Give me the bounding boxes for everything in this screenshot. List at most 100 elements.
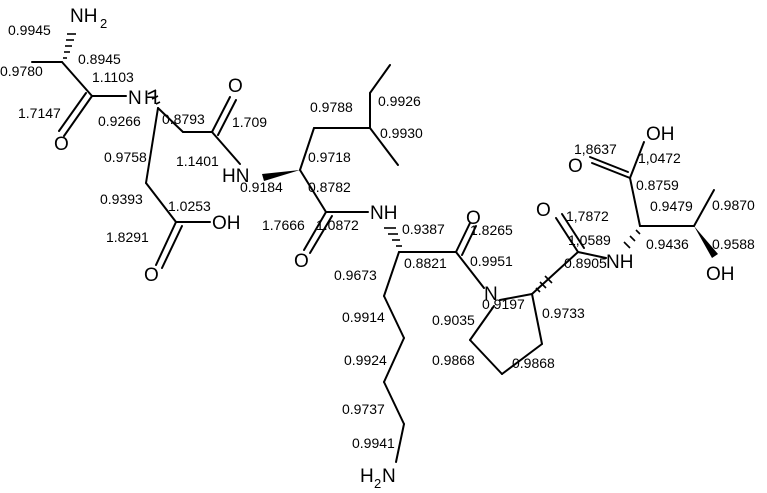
bond-thr-c-o xyxy=(591,162,631,179)
bond-pro-ca-c xyxy=(531,251,579,295)
atom-oh-thr-side: OH xyxy=(706,264,735,285)
atom-n-pro: N xyxy=(484,284,498,305)
wedge-thr-oh xyxy=(694,226,718,258)
atom-h2n-h: H xyxy=(360,466,374,487)
atom-h2n-sub: 2 xyxy=(374,476,381,491)
bonds xyxy=(31,61,715,463)
atom-oh-asp: OH xyxy=(212,213,241,234)
atom-labels: NH 2 N H O O HN OH O O NH O N O NH OH O … xyxy=(54,6,735,491)
hash-lys-nh xyxy=(384,227,402,247)
bond-lys-cg-cd xyxy=(383,337,405,383)
bond-asp-cb-cg xyxy=(145,182,177,223)
bond-pro-cb-cg xyxy=(501,343,543,375)
bond-leu-c-o xyxy=(303,211,327,251)
bond-order: 0.8945 xyxy=(78,51,121,67)
bond-thr-ca-c xyxy=(629,177,641,227)
bond-order: 0.8782 xyxy=(308,179,351,195)
bond-order: 0.9941 xyxy=(352,435,395,451)
bond-pro-c-o xyxy=(555,217,579,253)
atom-o-pro: O xyxy=(536,200,551,221)
bond-order: 0.9930 xyxy=(380,125,423,141)
atom-h2n-n: N xyxy=(382,466,396,487)
bond-asp-cg-o xyxy=(155,221,177,266)
atom-nh-lys: NH xyxy=(370,203,397,224)
bond-thr-c-oh xyxy=(629,141,645,179)
bond-order: 0.9737 xyxy=(342,401,385,417)
bond-order: 0.9588 xyxy=(712,236,755,252)
bond-pro-cd-n xyxy=(469,305,495,341)
bond-asp-c-o-double xyxy=(217,99,237,136)
bond-order: 0.9788 xyxy=(310,99,353,115)
bond-order: 0.9733 xyxy=(542,305,585,321)
bond-order: 0.9914 xyxy=(342,309,385,325)
bond-order: 1.0872 xyxy=(316,217,359,233)
bond-lys-ca-cb xyxy=(383,251,400,297)
bond-order-labels: 0.9945 0.8945 0.9780 1.1103 1.7147 0.926… xyxy=(0,22,755,451)
bond-asp-ca-c xyxy=(157,107,184,133)
bond-leu-cg-cd2 xyxy=(369,127,399,166)
bond-pro-c-o-double xyxy=(561,213,585,249)
bond-lys-ce-nz xyxy=(395,423,405,463)
bond-order: 0.9266 xyxy=(98,113,141,129)
bond-order: 0.9780 xyxy=(0,63,43,79)
bond-order: 1,0472 xyxy=(638,150,681,166)
bond-lys-c-o xyxy=(455,222,471,253)
bond-order: 1,0589 xyxy=(568,232,611,248)
bond-asp-c-n xyxy=(211,131,241,165)
bond-order: 0.8905 xyxy=(564,255,607,271)
bond-pro-c-n xyxy=(577,251,607,259)
hash-ala-nh2 xyxy=(63,33,76,59)
bond-order: 0.9184 xyxy=(240,179,283,195)
bond-order: 1.1103 xyxy=(92,69,134,85)
stereo-bonds xyxy=(63,33,718,293)
atom-o-ala: O xyxy=(54,134,69,155)
bond-order: 0.9951 xyxy=(470,253,513,269)
bond-lys-c-n xyxy=(455,251,485,289)
bond-order: 0.9868 xyxy=(432,352,475,368)
bond-order: 0.9393 xyxy=(100,191,143,207)
bond-order: 0.9868 xyxy=(512,355,555,371)
bond-pro-ca-cb xyxy=(531,293,543,345)
bond-order: 0.8793 xyxy=(162,111,205,127)
bond-leu-ca-cb xyxy=(299,127,315,171)
bond-order: 1,7872 xyxy=(566,208,609,224)
bond-order: 1.8265 xyxy=(470,222,513,238)
bond-pro-n-ca xyxy=(499,293,533,301)
bond-order: 0.9387 xyxy=(402,221,445,237)
bond-asp-c-o xyxy=(211,96,231,133)
bond-order: 0.9197 xyxy=(482,296,525,312)
bond-order: 1.7147 xyxy=(18,105,61,121)
bond-leu-cd1-end xyxy=(369,64,391,94)
bond-order: 0.9945 xyxy=(8,22,51,38)
hash-thr-nh xyxy=(623,229,641,249)
atom-o-asp-side: O xyxy=(144,265,159,286)
atom-o-leu: O xyxy=(294,251,309,272)
atom-nh-thr: NH xyxy=(606,252,633,273)
bond-order: 0.8759 xyxy=(636,177,679,193)
hash-asp-nh xyxy=(147,89,161,105)
atom-nh2-top-sub: 2 xyxy=(100,16,107,31)
bond-lys-c-o-double xyxy=(461,225,477,256)
bond-thr-c-o-double xyxy=(589,156,629,173)
bond-asp-ca-cb xyxy=(145,107,159,184)
bond-order: 0.9479 xyxy=(650,198,693,214)
bond-order: 1.0253 xyxy=(168,198,211,214)
bond-order: 0.8821 xyxy=(404,255,447,271)
bond-thr-cb-cg xyxy=(693,189,715,227)
atom-o-thr: O xyxy=(568,156,583,177)
bond-order: 0.9924 xyxy=(344,352,387,368)
atom-nh2-top: NH xyxy=(70,6,97,27)
wedge-leu-nh xyxy=(262,170,300,181)
bond-leu-ca-c xyxy=(299,169,327,213)
bond-pro-cg-cd xyxy=(469,339,503,375)
bond-ala-c-o-double xyxy=(58,92,87,132)
bond-order: 0.9718 xyxy=(308,149,351,165)
bond-order: 0.9436 xyxy=(646,236,689,252)
bond-order: 1,8637 xyxy=(574,141,617,157)
atom-ala-h: H xyxy=(144,88,158,109)
bond-order: 0.9673 xyxy=(334,267,377,283)
atom-o-asp: O xyxy=(228,76,243,97)
atom-oh-thr-acid: OH xyxy=(646,124,675,145)
